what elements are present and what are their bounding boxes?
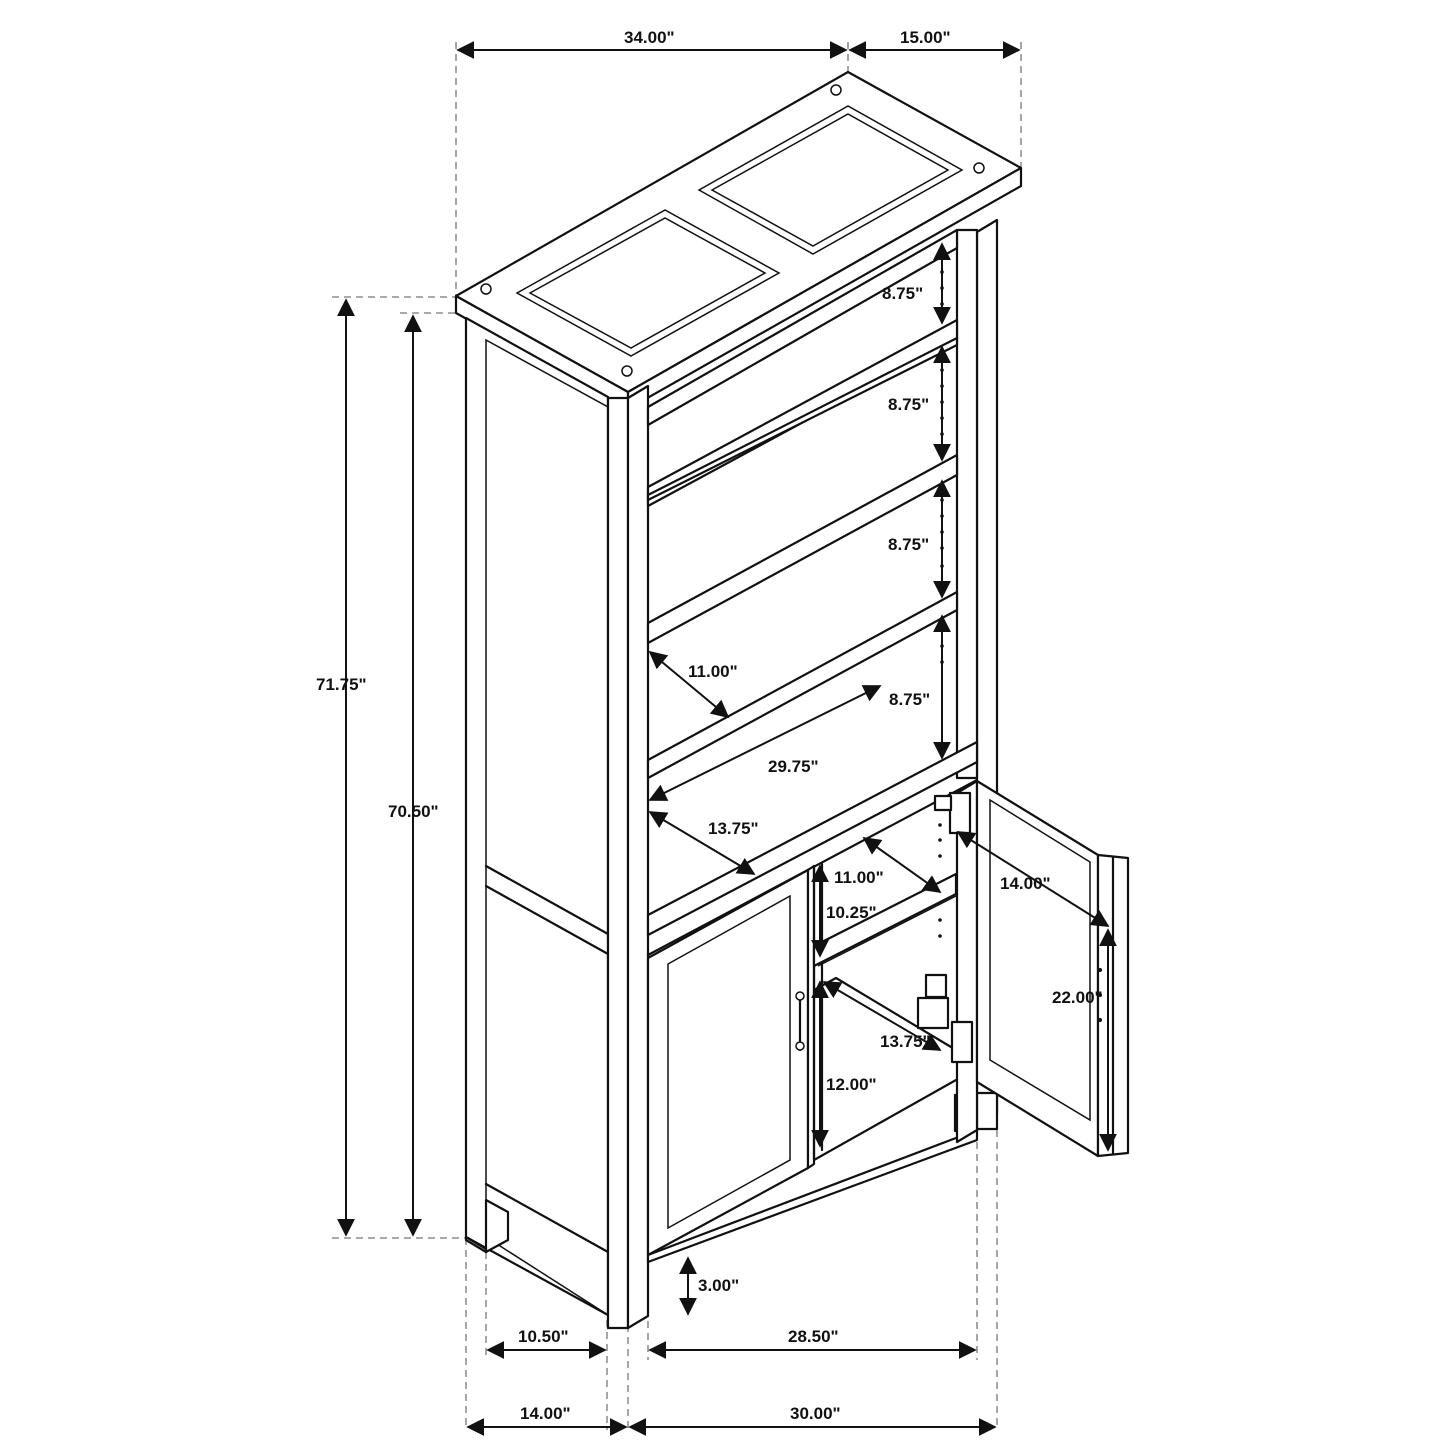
front-left-post: [606, 384, 650, 1330]
dim-shelf-spacing-4: 8.75": [889, 690, 930, 709]
top-recess-left: [515, 209, 781, 357]
dim-side-inner-depth: 10.50": [518, 1327, 569, 1346]
dim-side-depth: 14.00": [520, 1404, 571, 1423]
dim-cabinet-lower-height: 12.00": [826, 1075, 877, 1094]
dim-shelf-spacing-3: 8.75": [888, 535, 929, 554]
top-hole: [621, 365, 633, 377]
top-hole: [830, 84, 842, 96]
top-hole: [480, 283, 492, 295]
dim-front-width: 30.00": [790, 1404, 841, 1423]
dim-overall-depth: 15.00": [900, 28, 951, 47]
left-side-panel: [464, 316, 610, 1317]
dim-inner-width: 28.50": [788, 1327, 839, 1346]
extension-lines: [332, 42, 1022, 1430]
dim-cabinet-upper-height: 10.25": [826, 903, 877, 922]
top-hole: [973, 162, 985, 174]
dimension-lines: [337, 41, 1117, 1436]
dim-overall-height: 71.75": [316, 675, 367, 694]
dim-shelf-depth-upper: 11.00": [688, 662, 738, 681]
left-cabinet-door: [646, 864, 816, 1257]
dim-cabinet-inner-depth: 13.75": [880, 1032, 931, 1051]
dim-leg-height: 3.00": [698, 1276, 739, 1295]
dim-shelf-spacing-2: 8.75": [888, 395, 929, 414]
dimension-labels: 34.00" 15.00" 71.75" 70.50" 8.75" 8.75" …: [316, 28, 1103, 1423]
top-recess-right: [697, 105, 964, 255]
dim-side-height: 70.50": [388, 802, 439, 821]
dim-shelf-spacing-1: 8.75": [882, 284, 923, 303]
dim-overall-width: 34.00": [624, 28, 675, 47]
dim-door-height: 22.00": [1052, 988, 1103, 1007]
dim-cabinet-shelf-depth: 11.00": [834, 868, 884, 887]
dim-bay-depth: 13.75": [708, 819, 759, 838]
dim-door-width: 14.00": [1000, 874, 1051, 893]
dim-shelf-width-inner: 29.75": [768, 757, 819, 776]
